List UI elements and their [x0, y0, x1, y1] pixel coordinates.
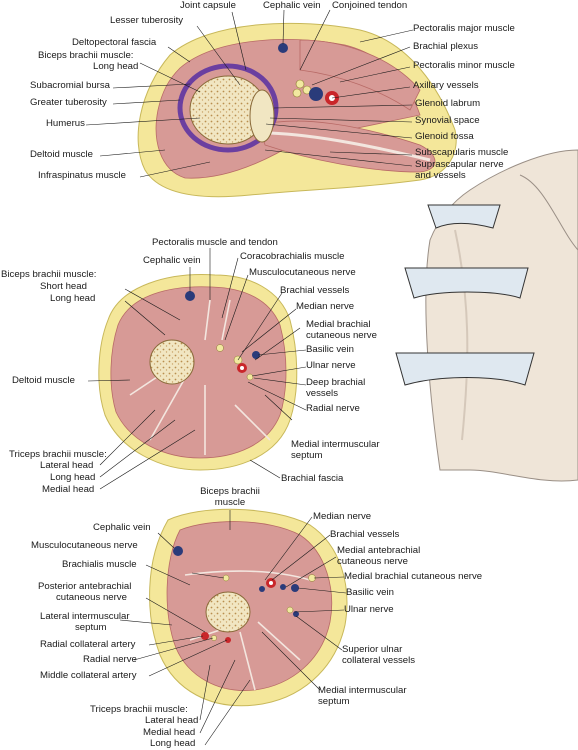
label-medial-head-distal: Medial head: [143, 727, 196, 738]
label-cephalic-vein-distal: Cephalic vein: [93, 522, 151, 533]
proximal-basilic-vein: [252, 351, 260, 359]
label-medial-intermuscular-proximal: Medial intermuscular: [291, 439, 380, 450]
label-middle-collateral: Middle collateral artery: [40, 670, 137, 681]
label-radial-nerve-proximal: Radial nerve: [306, 403, 360, 414]
label-posterior-antebrachial-2: cutaneous nerve: [56, 592, 127, 603]
label-ulnar-nerve-distal: Ulnar nerve: [344, 604, 394, 615]
label-radial-collateral: Radial collateral artery: [40, 639, 136, 650]
shoulder-pectoralis: [299, 39, 421, 111]
label-short-head: Short head: [40, 281, 87, 292]
glenoid: [249, 89, 275, 143]
label-synovial-space: Synovial space: [415, 115, 480, 126]
label-triceps-title-distal: Triceps brachii muscle:: [90, 704, 188, 715]
label-deep-brachial-2: vessels: [306, 388, 338, 399]
label-lesser-tuberosity: Lesser tuberosity: [110, 15, 184, 26]
label-joint-capsule: Joint capsule: [180, 0, 236, 11]
shoulder-section: [137, 22, 457, 198]
arm-silhouette: [425, 149, 578, 482]
label-pectoralis-tendon: Pectoralis muscle and tendon: [152, 237, 278, 248]
label-medial-intermuscular-proximal-2: septum: [291, 450, 323, 461]
label-triceps-title-proximal: Triceps brachii muscle:: [9, 449, 107, 460]
label-glenoid-fossa: Glenoid fossa: [415, 131, 474, 142]
label-long-head-distal: Long head: [150, 738, 196, 749]
label-superior-ulnar-2: collateral vessels: [342, 655, 416, 666]
label-subscapularis: Subscapularis muscle: [415, 147, 509, 158]
label-subacromial-bursa: Subacromial bursa: [30, 80, 110, 91]
label-medial-brachial-cutaneous-distal: Medial brachial cutaneous nerve: [344, 571, 483, 582]
distal-cephalic-vein: [173, 546, 183, 556]
proximal-muscle: [110, 286, 287, 459]
label-conjoined-tendon: Conjoined tendon: [332, 0, 408, 11]
proximal-cephalic-vein: [185, 291, 195, 301]
label-medial-antebrachial-2: cutaneous nerve: [337, 556, 408, 567]
label-cephalic-vein-proximal: Cephalic vein: [143, 255, 201, 266]
label-suprascapular: Suprascapular nerve: [415, 159, 504, 170]
label-biceps-title-shoulder: Biceps brachii muscle:: [38, 50, 134, 61]
label-posterior-antebrachial: Posterior antebrachial: [38, 581, 132, 592]
label-brachial-fascia: Brachial fascia: [281, 473, 344, 484]
label-biceps-distal: Biceps brachii: [200, 486, 260, 497]
label-medial-intermuscular-distal: Medial intermuscular: [318, 685, 407, 696]
label-glenoid-labrum: Glenoid labrum: [415, 98, 481, 109]
label-humerus: Humerus: [46, 118, 85, 129]
label-median-nerve-distal: Median nerve: [313, 511, 372, 522]
label-suprascapular-2: and vessels: [415, 170, 466, 181]
label-brachial-vessels-proximal: Brachial vessels: [280, 285, 350, 296]
label-greater-tuberosity: Greater tuberosity: [30, 97, 107, 108]
label-deltopectoral-fascia: Deltopectoral fascia: [72, 37, 157, 48]
label-biceps-title-proximal: Biceps brachii muscle:: [1, 269, 97, 280]
label-median-nerve-proximal: Median nerve: [296, 301, 355, 312]
label-biceps-distal-2: muscle: [214, 497, 246, 508]
distal-section: [149, 508, 348, 707]
label-axillary-vessels: Axillary vessels: [413, 80, 479, 91]
label-medial-brachial-cutaneous-proximal: Medial brachial: [306, 319, 371, 330]
slice-plane-3: [395, 352, 535, 386]
distal-basilic-vein: [291, 584, 299, 592]
label-brachialis: Brachialis muscle: [62, 559, 137, 570]
label-radial-nerve-distal: Radial nerve: [83, 654, 137, 665]
label-lateral-head-proximal: Lateral head: [40, 460, 94, 471]
leader-lines: [85, 9, 414, 746]
label-lateral-head-distal: Lateral head: [145, 715, 199, 726]
shoulder-subscapularis: [259, 120, 436, 173]
proximal-humerus: [149, 339, 195, 385]
label-musculocutaneous-proximal: Musculocutaneous nerve: [249, 267, 356, 278]
label-brachial-vessels-distal: Brachial vessels: [330, 529, 400, 540]
label-cephalic-vein-shoulder: Cephalic vein: [263, 0, 321, 11]
arm-reference: [395, 149, 578, 482]
label-basilic-vein-distal: Basilic vein: [346, 587, 394, 598]
label-lateral-intermuscular: Lateral intermuscular: [40, 611, 130, 622]
label-ulnar-nerve-proximal: Ulnar nerve: [306, 360, 356, 371]
label-basilic-vein-proximal: Basilic vein: [306, 344, 354, 355]
label-superior-ulnar: Superior ulnar: [342, 644, 403, 655]
proximal-section: [98, 274, 298, 471]
label-deltoid-proximal: Deltoid muscle: [12, 375, 75, 386]
label-musculocutaneous-distal: Musculocutaneous nerve: [31, 540, 138, 551]
label-medial-brachial-cutaneous-proximal-2: cutaneous nerve: [306, 330, 377, 341]
label-pectoralis-minor: Pectoralis minor muscle: [413, 60, 515, 71]
label-coracobrachialis: Coracobrachialis muscle: [240, 251, 345, 262]
label-long-head-triceps-proximal: Long head: [50, 472, 96, 483]
label-medial-intermuscular-distal-2: septum: [318, 696, 350, 707]
label-medial-antebrachial: Medial antebrachial: [337, 545, 421, 556]
label-brachial-plexus: Brachial plexus: [413, 41, 479, 52]
label-pectoralis-major: Pectoralis major muscle: [413, 23, 515, 34]
axillary-vein: [309, 87, 323, 101]
label-deltoid-shoulder: Deltoid muscle: [30, 149, 93, 160]
label-lateral-intermuscular-2: septum: [75, 622, 107, 633]
slice-plane-1: [427, 204, 501, 229]
label-deep-brachial: Deep brachial: [306, 377, 366, 388]
label-medial-head-proximal: Medial head: [42, 484, 95, 495]
distal-humerus: [205, 591, 251, 633]
label-long-head-proximal: Long head: [50, 293, 96, 304]
label-biceps-long-shoulder: Long head: [93, 61, 139, 72]
slice-plane-2: [404, 267, 529, 299]
cephalic-vein-shoulder: [278, 43, 288, 53]
label-infraspinatus: Infraspinatus muscle: [38, 170, 126, 181]
